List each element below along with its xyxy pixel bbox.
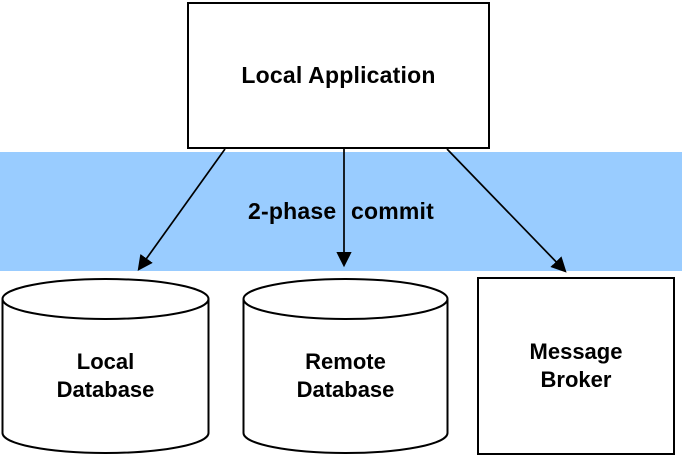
local-database-cylinder-top-rim bbox=[1, 298, 210, 320]
remote-database-cylinder-top-rim bbox=[242, 298, 449, 320]
band-label: 2-phase commit bbox=[248, 198, 434, 224]
message-broker-label-line2: Broker bbox=[540, 367, 612, 392]
remote-database-label-line2: Database bbox=[296, 377, 395, 402]
local-application-label: Local Application bbox=[241, 62, 436, 88]
remote-database-label-line1: Remote bbox=[305, 349, 386, 374]
local-database-label: Local Database bbox=[2, 348, 209, 404]
message-broker-label-line1: Message bbox=[529, 339, 623, 364]
node-message-broker: Message Broker bbox=[477, 277, 675, 455]
remote-database-label: Remote Database bbox=[243, 348, 448, 404]
local-database-label-line2: Database bbox=[56, 377, 155, 402]
local-database-label-line1: Local bbox=[76, 349, 135, 374]
two-phase-commit-band: 2-phase commit bbox=[0, 152, 682, 271]
node-local-application: Local Application bbox=[187, 2, 490, 149]
